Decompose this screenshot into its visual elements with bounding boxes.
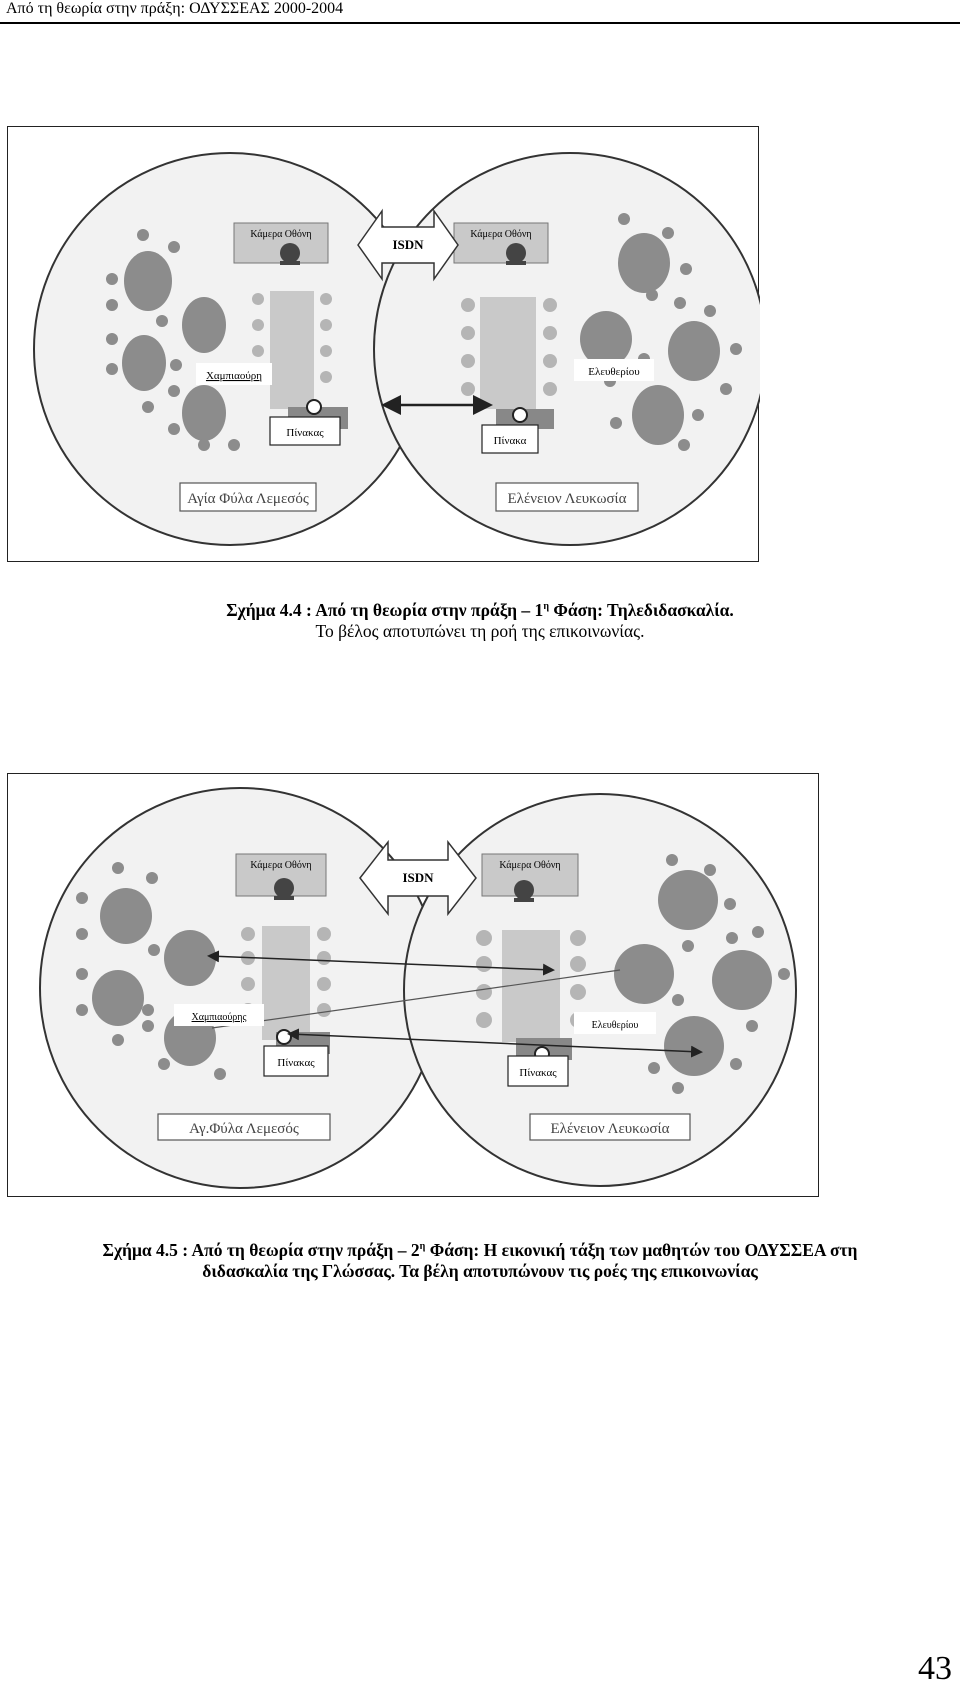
camera-screen-right <box>453 222 549 264</box>
teacher-label-right: Ελευθερίου <box>592 1020 639 1031</box>
desk-left <box>270 291 314 409</box>
teacher-label-left-box <box>174 1004 264 1026</box>
camera-icon-right <box>514 880 534 900</box>
figure-4-4: Κάμερα Οθόνη Κάμερα Οθόνη ISDN <box>7 126 760 562</box>
board-label-left-box <box>263 1045 329 1077</box>
caption-4-5-prefix: Σχήμα 4.5 : Από τη θεωρία στην πράξη – 2 <box>102 1240 420 1260</box>
camera-base-right <box>514 898 534 902</box>
school-label-right-box <box>495 482 639 512</box>
isdn-arrow <box>357 208 459 282</box>
camera-icon-left <box>274 878 294 898</box>
school-label-right: Ελένειον Λευκωσία <box>508 491 627 507</box>
caption-4-4-prefix: Σχήμα 4.4 : Από τη θεωρία στην πράξη – 1 <box>226 600 544 620</box>
desk-right <box>480 297 536 409</box>
board-label-right: Πίνακας <box>519 1067 557 1079</box>
school-label-right-box <box>529 1113 691 1141</box>
caption-4-5-sup: η <box>419 1241 426 1252</box>
student-groups-left <box>122 251 226 441</box>
school-label-left: Αγ.Φύλα Λεμεσός <box>189 1121 299 1137</box>
communication-arrow-1 <box>207 950 555 976</box>
school-label-left-box <box>157 1113 331 1141</box>
teacher-label-left: Χαμπιαούρη <box>206 370 262 382</box>
teacher-icon-left <box>276 1029 292 1045</box>
desk-left <box>262 926 310 1040</box>
page-number: 43 <box>918 1650 952 1687</box>
caption-4-4-line1: Σχήμα 4.4 : Από τη θεωρία στην πράξη – 1… <box>0 600 960 621</box>
camera-base-left <box>280 261 300 265</box>
teacher-label-right: Ελευθερίου <box>588 366 640 378</box>
teacher-label-left-box <box>196 363 272 385</box>
camera-icon-left <box>280 243 300 263</box>
board-label-left: Πίνακας <box>277 1057 315 1069</box>
caption-4-5-line2: διδασκαλία της Γλώσσας. Τα βέλη αποτυπών… <box>202 1261 758 1281</box>
figure-4-4-diagram: Κάμερα Οθόνη Κάμερα Οθόνη ISDN <box>33 152 760 546</box>
running-header: Από τη θεωρία στην πράξη: ΟΔΥΣΣΕΑΣ 2000-… <box>6 0 344 17</box>
school-label-right: Ελένειον Λευκωσία <box>551 1121 670 1137</box>
isdn-label: ISDN <box>392 237 424 252</box>
camera-label-right: Κάμερα Οθόνη <box>470 229 531 240</box>
board-label-left: Πίνακας <box>286 427 324 439</box>
school-label-left-box <box>179 482 317 512</box>
communication-arrow-3 <box>287 1028 703 1058</box>
teacher-label-right-box <box>574 359 654 381</box>
board-label-right-box <box>481 424 539 454</box>
header-rule <box>0 22 960 24</box>
caption-4-5-line1: Σχήμα 4.5 : Από τη θεωρία στην πράξη – 2… <box>0 1240 960 1261</box>
teacher-label-left: Χαμπιαούρης <box>192 1012 247 1023</box>
camera-label-left: Κάμερα Οθόνη <box>250 860 311 871</box>
school-label-left: Αγία Φύλα Λεμεσός <box>187 491 309 507</box>
board-label-right: Πίνακα <box>494 435 527 447</box>
caption-4-4-sup: η <box>543 601 549 612</box>
camera-icon-right <box>506 243 526 263</box>
figure-4-5: Κάμερα Οθόνη Κάμερα Οθόνη ISDN <box>7 773 819 1197</box>
board-label-left-box <box>269 416 341 446</box>
camera-base-right <box>506 261 526 265</box>
communication-arrow-2 <box>211 969 621 1029</box>
teacher-icon-left <box>306 399 322 415</box>
student-groups-right <box>580 233 720 445</box>
isdn-label: ISDN <box>402 870 434 885</box>
isdn-arrow <box>359 839 477 917</box>
camera-label-right: Κάμερα Οθόνη <box>499 860 560 871</box>
caption-figure-4-4: Σχήμα 4.4 : Από τη θεωρία στην πράξη – 1… <box>0 600 960 642</box>
caption-4-5-suffix: Φάση: Η εικονική τάξη των μαθητών του ΟΔ… <box>425 1240 858 1260</box>
board-label-right-box <box>507 1055 569 1087</box>
seats-right <box>461 298 557 396</box>
camera-label-left: Κάμερα Οθόνη <box>250 229 311 240</box>
caption-4-4-line2: Το βέλος αποτυπώνει τη ροή της επικοινων… <box>315 621 645 641</box>
camera-base-left <box>274 896 294 900</box>
teacher-icon-right <box>512 407 528 423</box>
students-left <box>106 229 240 451</box>
caption-figure-4-5: Σχήμα 4.5 : Από τη θεωρία στην πράξη – 2… <box>0 1240 960 1282</box>
students-left <box>76 862 226 1080</box>
caption-4-4-suffix: Φάση: Τηλεδιδασκαλία. <box>549 600 734 620</box>
figure-4-5-diagram: Κάμερα Οθόνη Κάμερα Οθόνη ISDN <box>39 787 797 1189</box>
teacher-label-right-box <box>574 1012 656 1034</box>
